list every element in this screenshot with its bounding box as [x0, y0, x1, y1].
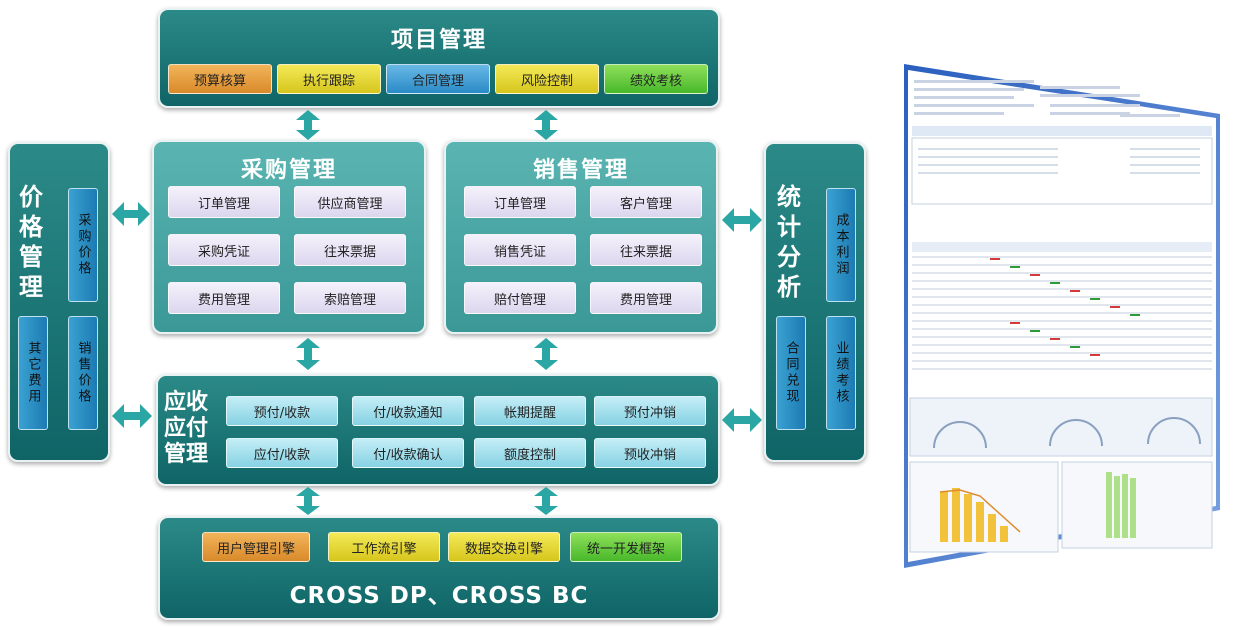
arrow-arap-platform-left	[296, 487, 320, 515]
purchase-bills-button[interactable]: 往来票据	[294, 234, 406, 266]
price-management-panel: 价格管理 采购价格 其它费用 销售价格	[8, 142, 110, 462]
project-management-title: 项目管理	[390, 28, 487, 53]
sales-order-management-button[interactable]: 订单管理	[464, 186, 576, 218]
execution-tracking-button[interactable]: 执行跟踪	[277, 64, 381, 94]
arrow-arap-stats	[722, 408, 762, 432]
credit-limit-control-button[interactable]: 额度控制	[474, 438, 586, 468]
risk-control-button[interactable]: 风险控制	[495, 64, 599, 94]
arrow-purchase-arap	[296, 338, 320, 370]
arrow-sales-arap	[534, 338, 558, 370]
contract-fulfillment-box[interactable]: 合同兑现	[776, 316, 806, 430]
purchase-order-management-button[interactable]: 订单管理	[168, 186, 280, 218]
prepay-writeoff-button[interactable]: 预付冲销	[594, 396, 706, 426]
application-screenshot	[900, 62, 1222, 570]
sales-bills-button[interactable]: 往来票据	[590, 234, 702, 266]
cost-profit-box[interactable]: 成本利润	[826, 188, 856, 302]
project-management-panel: 项目管理 预算核算 执行跟踪 合同管理 风险控制 绩效考核	[158, 8, 720, 108]
receivable-payable-panel: 应收应付管理 预付/收款 付/收款通知 帐期提醒 预付冲销 应付/收款 付/收款…	[156, 374, 720, 486]
sales-management-title: 销售管理	[532, 158, 629, 183]
payment-notice-button[interactable]: 付/收款通知	[352, 396, 464, 426]
arrow-project-purchase	[296, 110, 320, 140]
arrow-price-arap	[112, 404, 152, 428]
claim-management-button[interactable]: 索赔管理	[294, 282, 406, 314]
purchase-price-box[interactable]: 采购价格	[68, 188, 98, 302]
other-expenses-box[interactable]: 其它费用	[18, 316, 48, 430]
statistics-analysis-panel: 统计分析 成本利润 合同兑现 业绩考核	[764, 142, 866, 462]
purchase-management-title: 采购管理	[240, 158, 337, 183]
sales-expense-management-button[interactable]: 费用管理	[590, 282, 702, 314]
advance-receipt-writeoff-button[interactable]: 预收冲销	[594, 438, 706, 468]
compensation-management-button[interactable]: 赔付管理	[464, 282, 576, 314]
screenshot-image	[904, 64, 1220, 568]
data-exchange-engine-button[interactable]: 数据交换引擎	[448, 532, 560, 562]
price-management-title: 价格管理	[19, 183, 43, 301]
arrow-project-sales	[534, 110, 558, 140]
sales-voucher-button[interactable]: 销售凭证	[464, 234, 576, 266]
payment-confirmation-button[interactable]: 付/收款确认	[352, 438, 464, 468]
unified-dev-framework-button[interactable]: 统一开发框架	[570, 532, 682, 562]
supplier-management-button[interactable]: 供应商管理	[294, 186, 406, 218]
sales-price-box[interactable]: 销售价格	[68, 316, 98, 430]
contract-management-button[interactable]: 合同管理	[386, 64, 490, 94]
statistics-analysis-title: 统计分析	[777, 183, 801, 301]
platform-footer-title: CROSS DP、CROSS BC	[289, 583, 589, 609]
platform-panel: 用户管理引擎 工作流引擎 数据交换引擎 统一开发框架 CROSS DP、CROS…	[158, 516, 720, 620]
performance-evaluation-box[interactable]: 业绩考核	[826, 316, 856, 430]
payment-term-reminder-button[interactable]: 帐期提醒	[474, 396, 586, 426]
user-management-engine-button[interactable]: 用户管理引擎	[202, 532, 310, 562]
customer-management-button[interactable]: 客户管理	[590, 186, 702, 218]
receivable-payable-title: 应收应付管理	[164, 390, 209, 467]
prepay-receipt-button[interactable]: 预付/收款	[226, 396, 338, 426]
arrow-arap-platform-right	[534, 487, 558, 515]
arrow-price-purchase	[112, 202, 150, 226]
sales-management-panel: 销售管理 订单管理 客户管理 销售凭证 往来票据 赔付管理 费用管理	[444, 140, 718, 334]
performance-appraisal-button[interactable]: 绩效考核	[604, 64, 708, 94]
arrow-sales-stats	[722, 208, 762, 232]
budget-accounting-button[interactable]: 预算核算	[168, 64, 272, 94]
purchase-expense-management-button[interactable]: 费用管理	[168, 282, 280, 314]
purchase-voucher-button[interactable]: 采购凭证	[168, 234, 280, 266]
workflow-engine-button[interactable]: 工作流引擎	[328, 532, 440, 562]
purchase-management-panel: 采购管理 订单管理 供应商管理 采购凭证 往来票据 费用管理 索赔管理	[152, 140, 426, 334]
payable-receivable-button[interactable]: 应付/收款	[226, 438, 338, 468]
